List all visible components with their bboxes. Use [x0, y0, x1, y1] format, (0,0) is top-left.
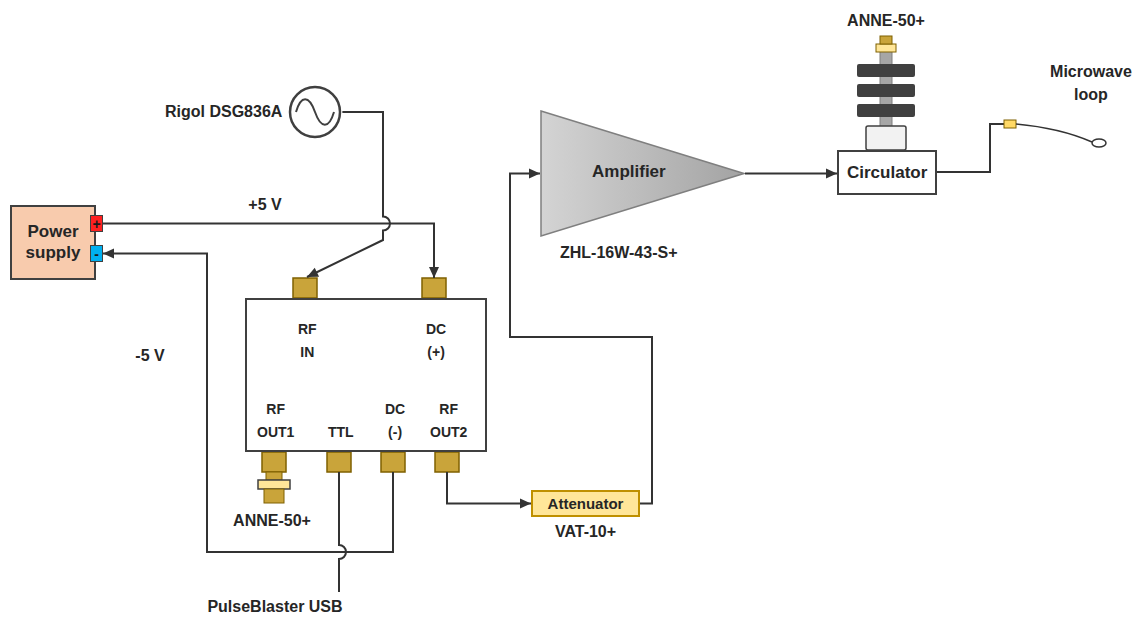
- microwave-loop: [1092, 139, 1106, 147]
- connector-line: [103, 224, 434, 279]
- ttl-wire: [339, 472, 346, 592]
- arrowhead: [529, 169, 540, 179]
- instrument-label: Rigol DSG836A: [165, 103, 282, 121]
- output-label: Microwave loop: [1046, 60, 1136, 106]
- arrowhead: [826, 169, 837, 179]
- dc-minus-port: [381, 452, 405, 472]
- signal-connector: [103, 224, 439, 279]
- port-label: DC (+): [426, 318, 446, 364]
- component-label: Power supply: [14, 222, 92, 263]
- terminal-sign: +: [92, 217, 100, 231]
- part-number: ZHL-16W-43-S+: [560, 244, 677, 262]
- arrowhead: [307, 268, 319, 277]
- circulator-port: [866, 126, 906, 150]
- output-cable: [937, 124, 1004, 172]
- arrowhead: [520, 499, 531, 509]
- arrowhead: [103, 249, 114, 259]
- circulator-box: Circulator: [837, 150, 937, 195]
- amplifier-triangle: AmplifierZHL-16W-43-S+: [540, 110, 745, 237]
- component-label: Circulator: [847, 163, 927, 183]
- positive-terminal: +: [90, 215, 103, 232]
- signal-connector: [447, 472, 531, 509]
- part-label: PulseBlaster USB: [207, 598, 342, 616]
- connector-line: [745, 173, 837, 175]
- amplifier-shape: [541, 111, 744, 236]
- port-label: TTL: [328, 421, 354, 444]
- loop-connector: [1004, 120, 1016, 128]
- signal-generator: Rigol DSG836A: [165, 85, 342, 139]
- voltage-label: +5 V: [245, 196, 284, 214]
- terminator-body: [264, 489, 284, 503]
- sine-wave: [296, 99, 334, 125]
- connector-line: [447, 472, 531, 504]
- terminator-ring: [258, 480, 290, 489]
- component-label: Amplifier: [592, 162, 666, 182]
- port-label: RF OUT1: [257, 398, 294, 444]
- terminator-neck: [266, 472, 282, 480]
- dc-plus-port: [422, 278, 446, 298]
- terminal-sign: -: [94, 247, 99, 261]
- arrowhead: [429, 267, 439, 278]
- part-label: ANNE-50+: [847, 12, 925, 30]
- ttl-port: [327, 452, 351, 472]
- rf-switch-box: RF IN DC (+) RF OUT1TTL DC (-) RF OUT2: [245, 298, 487, 452]
- source-symbol: [288, 85, 342, 139]
- port-label: RF IN: [298, 318, 317, 364]
- terminator-ring: [876, 44, 896, 52]
- rf-out2-port: [435, 452, 459, 472]
- part-number: VAT-10+: [555, 523, 616, 541]
- heat-sink-fin: [857, 84, 915, 97]
- attenuator-box: AttenuatorVAT-10+: [531, 490, 640, 517]
- terminator-cap: [880, 36, 892, 44]
- loop-wire: [1016, 124, 1092, 142]
- signal-connector: [745, 169, 837, 179]
- negative-terminal: -: [90, 245, 103, 262]
- heat-sink-fin: [857, 64, 915, 77]
- power-supply-box: Power supply+-: [10, 205, 96, 280]
- rf-out1-port: [262, 452, 286, 472]
- component-label: Attenuator: [548, 495, 624, 512]
- part-label: ANNE-50+: [233, 512, 311, 530]
- port-label: RF OUT2: [430, 398, 467, 444]
- port-label: DC (-): [385, 398, 405, 444]
- voltage-label: -5 V: [132, 347, 167, 365]
- heat-sink-fin: [857, 104, 915, 117]
- source-circle: [290, 87, 340, 137]
- rf-in-port: [293, 278, 317, 298]
